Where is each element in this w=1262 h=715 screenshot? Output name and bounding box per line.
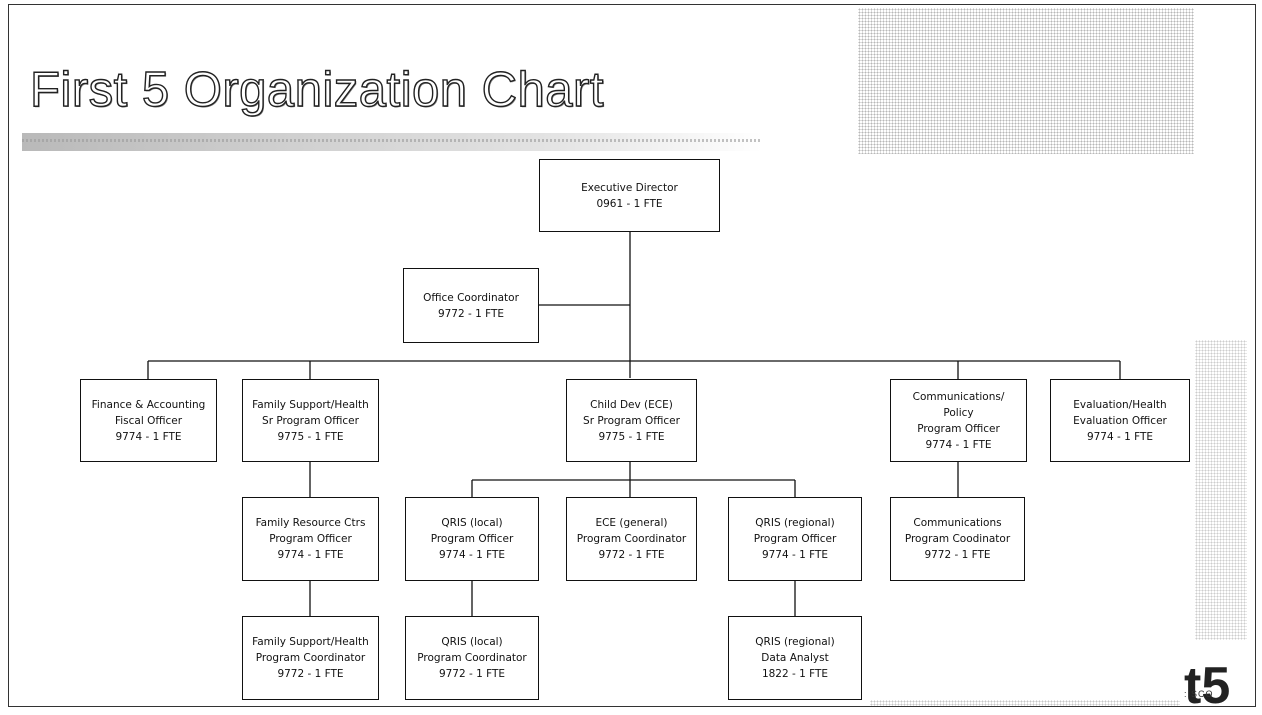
slide-frame	[8, 4, 1256, 707]
decorative-dotted-strip-bottom	[870, 700, 1180, 706]
decorative-dotted-block-top-right	[858, 8, 1194, 154]
title-underline	[22, 133, 762, 151]
decorative-dotted-block-right-edge	[1195, 340, 1247, 640]
first5-logo-subtext: :ISCO	[1184, 689, 1214, 699]
page-title: First 5 Organization Chart	[29, 62, 604, 117]
first5-logo-mark: t5	[1184, 657, 1231, 715]
